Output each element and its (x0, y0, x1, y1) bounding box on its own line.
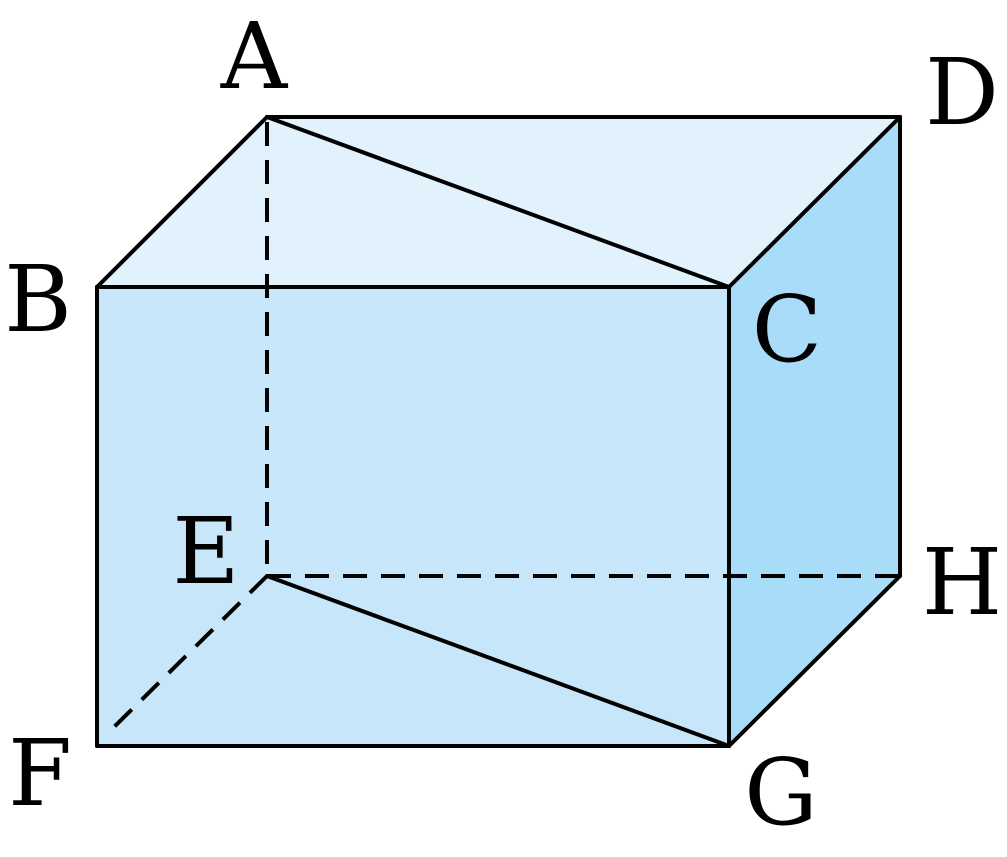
edge-GH (727, 574, 902, 748)
edge-DC (727, 115, 902, 289)
vertex-label-B: B (4, 246, 72, 353)
vertex-label-A: A (220, 3, 289, 110)
edge-EG (265, 574, 731, 748)
front-face-BCGF (97, 287, 729, 746)
right-face-CDHG (729, 117, 900, 746)
vertex-label-C: C (752, 276, 822, 383)
vertex-label-G: G (744, 739, 818, 846)
vertex-label-D: D (925, 39, 999, 146)
vertex-label-E: E (172, 498, 239, 605)
vertex-label-F: F (8, 720, 72, 827)
edge-AC (265, 115, 731, 289)
edge-AB (95, 115, 269, 289)
vertex-label-H: H (922, 529, 1002, 636)
